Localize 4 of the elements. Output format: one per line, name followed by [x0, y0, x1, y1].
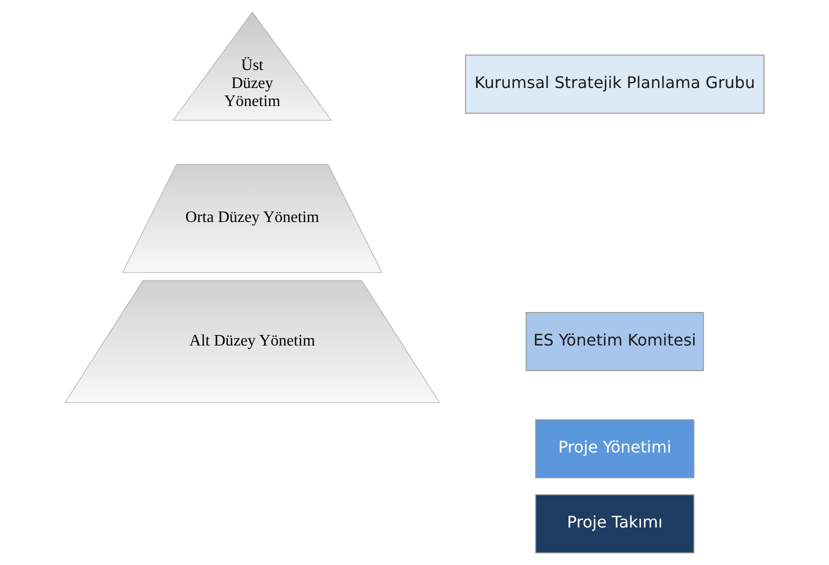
- node-box: Proje Yönetimi: [535, 419, 694, 478]
- node-box: Kurumsal Stratejik Planlama Grubu: [465, 54, 764, 114]
- node-box: Proje Takımı: [535, 494, 694, 554]
- node-box: ES Yönetim Komitesi: [526, 312, 704, 372]
